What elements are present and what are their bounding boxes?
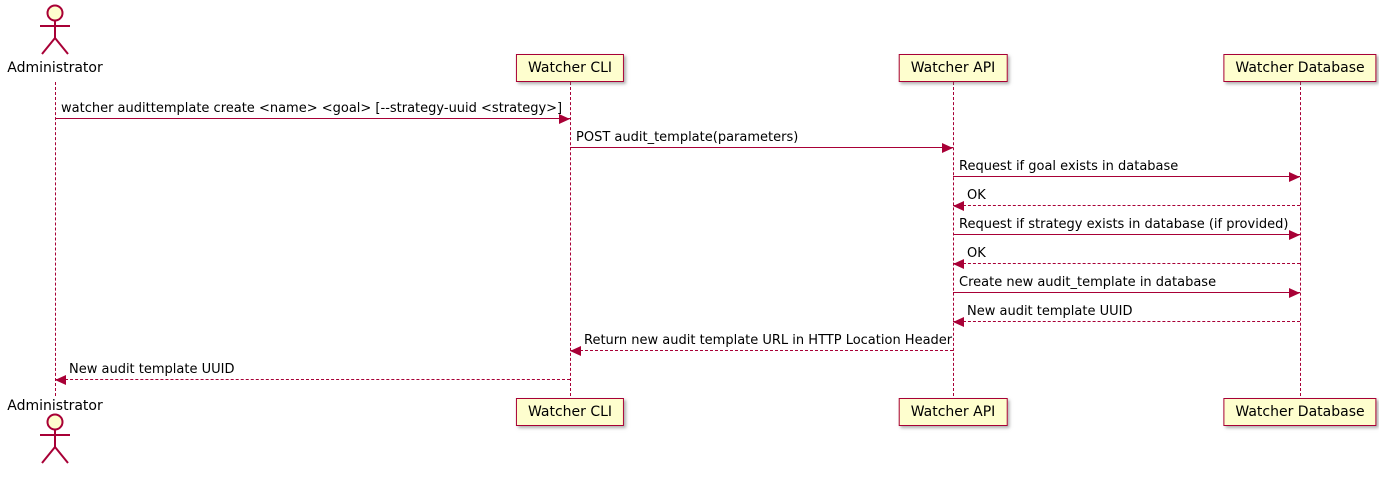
arrowhead-icon — [1289, 172, 1300, 182]
participant-label: Watcher API — [910, 60, 996, 76]
message-label: Return new audit template URL in HTTP Lo… — [584, 333, 953, 348]
participant-label: Watcher CLI — [527, 404, 613, 420]
message-line — [953, 292, 1300, 293]
lifeline-watcher-cli — [570, 82, 571, 396]
message-line — [953, 176, 1300, 177]
message-label: OK — [967, 246, 986, 261]
arrowhead-icon — [559, 114, 570, 124]
lifeline-watcher-database — [1300, 82, 1301, 396]
actor-icon — [40, 413, 70, 464]
actor-figure-administrator-top — [36, 4, 74, 58]
message-9: Return new audit template URL in HTTP Lo… — [570, 332, 953, 356]
message-label: Create new audit_template in database — [959, 275, 1217, 290]
message-6: OK — [953, 245, 1300, 269]
participant-watcher-database-bottom: Watcher Database — [1223, 398, 1377, 426]
arrowhead-icon — [942, 143, 953, 153]
arrowhead-icon — [1289, 288, 1300, 298]
message-10: New audit template UUID — [55, 361, 570, 385]
arrowhead-icon — [953, 201, 964, 211]
message-label: watcher audittemplate create <name> <goa… — [61, 101, 563, 116]
message-3: Request if goal exists in database — [953, 158, 1300, 182]
participant-label: Watcher Database — [1235, 404, 1365, 420]
arrowhead-icon — [953, 317, 964, 327]
message-line — [953, 321, 1300, 322]
message-label: Request if goal exists in database — [959, 159, 1179, 174]
actor-icon — [40, 4, 70, 55]
message-1: watcher audittemplate create <name> <goa… — [55, 100, 570, 124]
message-5: Request if strategy exists in database (… — [953, 216, 1300, 240]
participant-administrator-bottom-label: Administrator — [7, 398, 103, 414]
message-8: New audit template UUID — [953, 303, 1300, 327]
message-line — [953, 234, 1300, 235]
participant-watcher-cli-top: Watcher CLI — [515, 54, 625, 82]
participant-watcher-api-bottom: Watcher API — [898, 398, 1008, 426]
lifeline-administrator — [55, 82, 56, 396]
arrowhead-icon — [570, 346, 581, 356]
message-line — [953, 263, 1300, 264]
message-label: New audit template UUID — [967, 304, 1133, 319]
message-line — [55, 118, 570, 119]
participant-watcher-database-top: Watcher Database — [1223, 54, 1377, 82]
message-label: OK — [967, 188, 986, 203]
arrowhead-icon — [953, 259, 964, 269]
actor-figure-administrator-bottom — [36, 413, 74, 467]
participant-watcher-cli-bottom: Watcher CLI — [515, 398, 625, 426]
participant-label: Watcher API — [910, 404, 996, 420]
participant-watcher-api-top: Watcher API — [898, 54, 1008, 82]
arrowhead-icon — [55, 375, 66, 385]
message-line — [55, 379, 570, 380]
message-label: New audit template UUID — [69, 362, 235, 377]
message-line — [570, 350, 953, 351]
message-line — [570, 147, 953, 148]
message-line — [953, 205, 1300, 206]
message-label: Request if strategy exists in database (… — [959, 217, 1289, 232]
lifeline-watcher-api — [953, 82, 954, 396]
participant-label: Watcher Database — [1235, 60, 1365, 76]
message-7: Create new audit_template in database — [953, 274, 1300, 298]
participant-label: Watcher CLI — [527, 60, 613, 76]
participant-administrator-top-label: Administrator — [7, 60, 103, 76]
message-2: POST audit_template(parameters) — [570, 129, 953, 153]
message-4: OK — [953, 187, 1300, 211]
message-label: POST audit_template(parameters) — [576, 130, 799, 145]
arrowhead-icon — [1289, 230, 1300, 240]
